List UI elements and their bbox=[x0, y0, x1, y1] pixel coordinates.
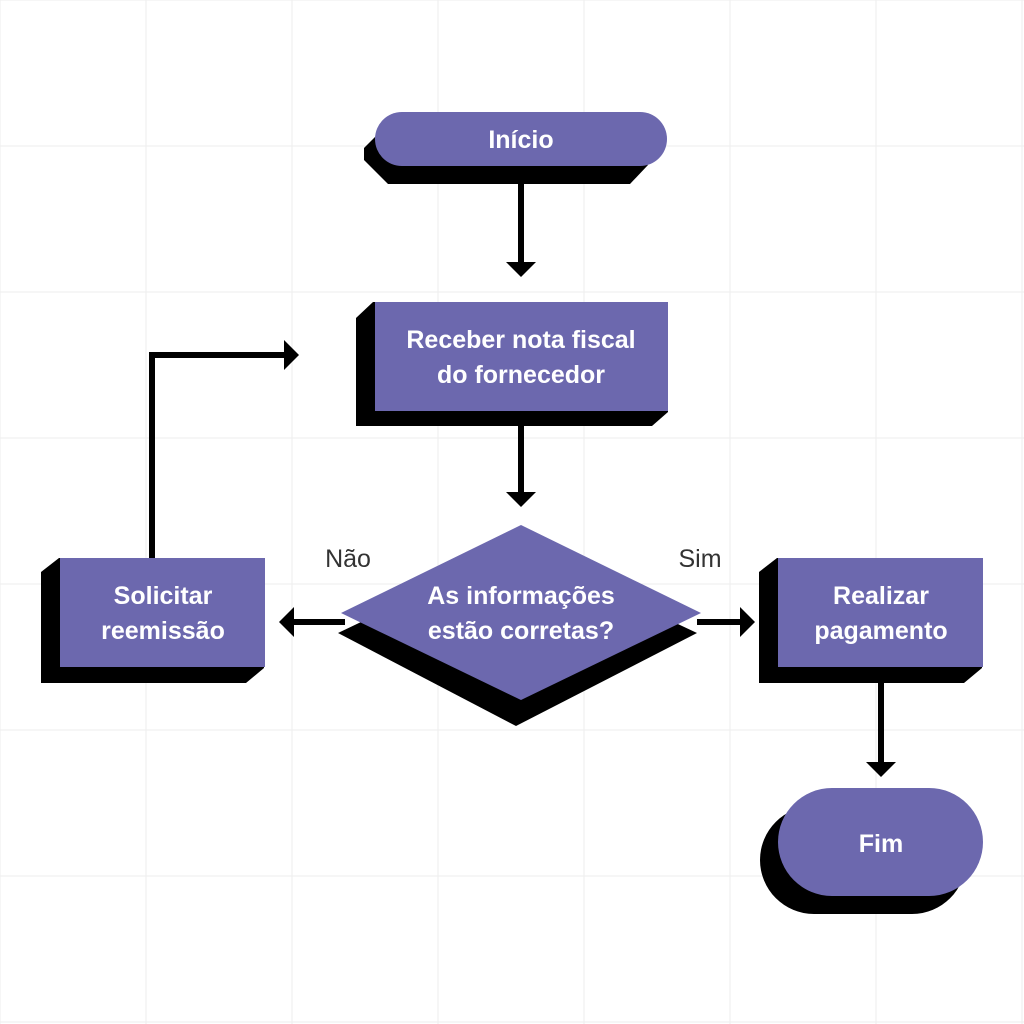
process-shape bbox=[375, 302, 668, 411]
node-payment-label-line-1: Realizar bbox=[833, 582, 929, 610]
edge-label-no: Não bbox=[325, 545, 371, 573]
arrowhead-right bbox=[740, 607, 755, 637]
node-decision: As informações estão corretas? bbox=[338, 525, 701, 726]
connector-decision-to-reissue bbox=[279, 607, 345, 637]
connector-decision-to-payment bbox=[697, 607, 755, 637]
node-payment-label-line-2: pagamento bbox=[814, 617, 947, 645]
node-make-payment: Realizar pagamento bbox=[759, 558, 983, 683]
edge-label-yes: Sim bbox=[678, 545, 721, 573]
node-receive-invoice: Receber nota fiscal do fornecedor bbox=[356, 302, 668, 426]
node-end-label: Fim bbox=[859, 830, 903, 858]
connector-payment-to-end bbox=[866, 682, 896, 777]
node-reissue-label-line-1: Solicitar bbox=[114, 582, 213, 610]
connector-receive-to-decision bbox=[506, 425, 536, 507]
node-decision-label-line-1: As informações bbox=[427, 582, 615, 610]
decision-shape bbox=[341, 525, 701, 700]
connector-line bbox=[149, 352, 284, 560]
node-request-reissue: Solicitar reemissão bbox=[41, 558, 265, 683]
arrowhead-down bbox=[506, 492, 536, 507]
node-receive-label-line-1: Receber nota fiscal bbox=[406, 326, 635, 354]
arrowhead-left bbox=[279, 607, 294, 637]
arrowhead-right bbox=[284, 340, 299, 370]
terminal-shape bbox=[778, 788, 983, 896]
node-receive-label-line-2: do fornecedor bbox=[437, 361, 605, 389]
node-start-label: Início bbox=[488, 126, 553, 154]
terminal-shape bbox=[375, 112, 667, 166]
process-shape bbox=[60, 558, 265, 667]
node-reissue-label-line-2: reemissão bbox=[101, 617, 225, 645]
node-end: Fim bbox=[760, 788, 983, 914]
arrowhead-down bbox=[506, 262, 536, 277]
arrowhead-down bbox=[866, 762, 896, 777]
process-shape bbox=[778, 558, 983, 667]
node-decision-label-line-2: estão corretas? bbox=[428, 617, 614, 645]
connector-reissue-to-receive bbox=[149, 340, 299, 560]
node-start: Início bbox=[364, 112, 667, 184]
connector-start-to-receive bbox=[506, 182, 536, 277]
